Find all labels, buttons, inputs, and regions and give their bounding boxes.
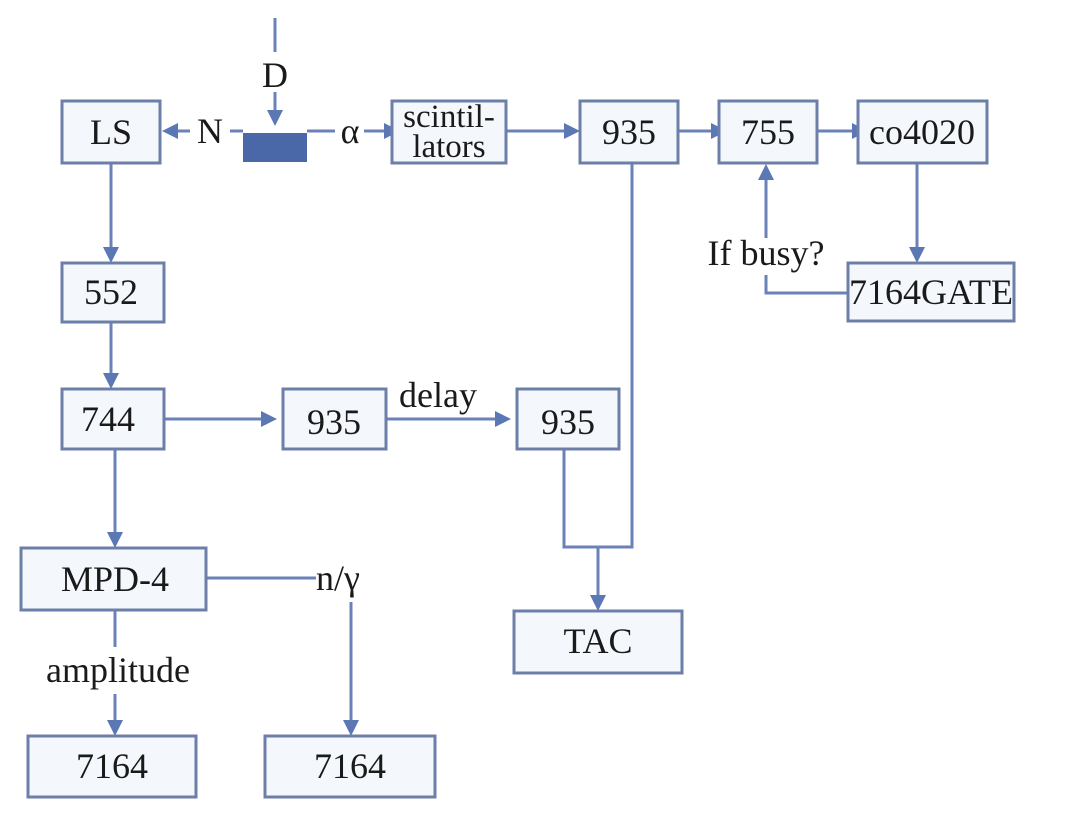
node-7164-ngamma: 7164 (263, 734, 437, 799)
node-935-top-label: 935 (602, 112, 656, 152)
node-552-label: 552 (84, 272, 138, 312)
n-arrowhead (162, 123, 178, 139)
node-tac-label: TAC (563, 621, 632, 661)
label-d: D (262, 55, 288, 95)
ngamma-arrowhead (343, 720, 359, 736)
node-935-mid: 935 (281, 387, 388, 451)
tac-merge-line (562, 164, 634, 549)
node-755-label: 755 (741, 112, 795, 152)
label-ngamma: n/γ (316, 558, 360, 598)
tac-arrowhead (590, 595, 606, 611)
node-935-mid-label: 935 (307, 402, 361, 442)
node-mpd4-label: MPD-4 (61, 559, 169, 599)
node-mpd4: MPD-4 (19, 546, 208, 612)
552-744-arrowhead (103, 373, 119, 389)
node-tac: TAC (512, 609, 684, 675)
node-ls-label: LS (90, 112, 132, 152)
ls-552-arrowhead (103, 247, 119, 263)
node-744-label: 744 (81, 399, 135, 439)
label-amplitude: amplitude (46, 650, 190, 690)
node-scint-label-1: scintil- (403, 99, 495, 135)
node-744: 744 (60, 387, 166, 451)
node-co4020-label: co4020 (869, 112, 975, 152)
node-7164gate: 7164GATE (846, 261, 1016, 323)
node-7164gate-label: 7164GATE (849, 272, 1013, 312)
744-935-arrowhead (261, 411, 277, 427)
744-mpd-arrowhead (107, 532, 123, 548)
busy-arrowhead (758, 164, 774, 180)
node-935-delay: 935 (515, 387, 621, 451)
node-co4020: co4020 (856, 99, 989, 165)
node-7164-amplitude-label: 7164 (76, 746, 148, 786)
node-935-top: 935 (578, 99, 680, 165)
node-552: 552 (60, 261, 166, 324)
node-755: 755 (717, 99, 819, 165)
co4020-gate-arrowhead (909, 247, 925, 263)
label-n: N (197, 111, 223, 151)
busy-feedback-line-lower (764, 275, 848, 295)
detector-target (243, 133, 307, 162)
node-scint-label-2: lators (412, 129, 485, 165)
label-alpha: α (341, 111, 360, 151)
node-7164-amplitude: 7164 (26, 734, 198, 799)
d-arrowhead (267, 110, 283, 126)
scint-935-arrowhead (564, 123, 580, 139)
delay-arrowhead (495, 411, 511, 427)
label-delay: delay (399, 375, 477, 415)
node-935-delay-label: 935 (541, 402, 595, 442)
label-if-busy: If busy? (708, 233, 825, 273)
node-ls: LS (60, 99, 162, 165)
node-scintillators: scintil- lators (390, 99, 508, 165)
amplitude-arrowhead (107, 720, 123, 736)
node-7164-ngamma-label: 7164 (314, 746, 386, 786)
